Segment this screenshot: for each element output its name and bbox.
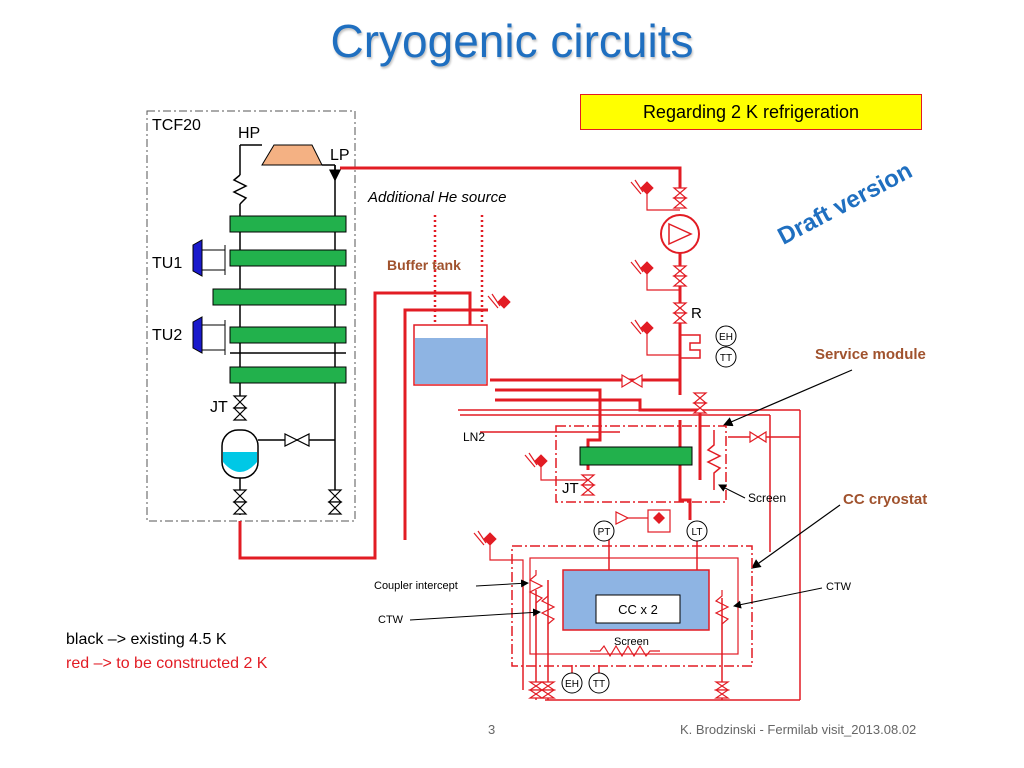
- compressor-icon: [261, 144, 323, 166]
- ln2-label: LN2: [463, 430, 485, 444]
- pt-instrument: [593, 520, 615, 542]
- jt-left-valve-icon: [232, 395, 248, 409]
- page-number: 3: [488, 722, 496, 737]
- tu2-label: TU2: [152, 327, 182, 344]
- service-module-label: Service module: [815, 346, 926, 363]
- svg-text:EH: EH: [719, 332, 733, 343]
- heat-exchanger-1: [229, 215, 347, 233]
- tt-bottom-instrument: [588, 672, 610, 694]
- lt-instrument: [686, 520, 708, 542]
- ln2-exchanger: [579, 446, 693, 466]
- svg-text:EH: EH: [565, 679, 579, 690]
- note-box: Regarding 2 K refrigeration: [580, 94, 922, 130]
- turbine-1-icon: [192, 239, 203, 277]
- legend-red: red –> to be constructed 2 K: [66, 655, 268, 672]
- jt-left-label: JT: [210, 399, 228, 416]
- svg-text:LT: LT: [692, 527, 703, 538]
- screen-top-label: Screen: [748, 491, 786, 505]
- cc-x2-label: CC x 2: [618, 602, 658, 617]
- cc-cryostat-label: CC cryostat: [843, 491, 927, 508]
- eh-instrument: [715, 325, 737, 347]
- legend-black: black –> existing 4.5 K: [66, 631, 227, 648]
- lp-label: LP: [330, 147, 350, 164]
- heat-exchanger-4: [229, 326, 347, 344]
- heat-exchanger-5: [229, 366, 347, 384]
- tcf20-label: TCF20: [152, 117, 201, 134]
- additional-he-label: Additional He source: [367, 189, 506, 206]
- svg-text:TT: TT: [720, 353, 732, 364]
- ctw-right-label: CTW: [826, 581, 852, 593]
- legend: black –> existing 4.5 K red –> to be con…: [66, 628, 267, 676]
- red-valves: [528, 187, 767, 699]
- tt-instrument: [715, 346, 737, 368]
- r-label: R: [691, 305, 702, 322]
- coupler-intercept-label: Coupler intercept: [374, 580, 458, 592]
- valve-horizontal-icon: [284, 433, 299, 447]
- service-module-box: [555, 425, 727, 503]
- eh-bottom-instrument: [561, 672, 583, 694]
- spring-icon: [232, 174, 248, 205]
- slide-title: Cryogenic circuits: [330, 15, 694, 67]
- buffer-tank-label: Buffer tank: [387, 257, 461, 273]
- turbine-2-icon: [192, 316, 203, 354]
- ctw-left-label: CTW: [378, 614, 404, 626]
- pump-icon: [660, 214, 700, 254]
- safety-valves: [483, 181, 654, 546]
- footer-text: K. Brodzinski - Fermilab visit_2013.08.0…: [680, 722, 917, 737]
- tcf20-box: [146, 110, 356, 522]
- jt-right-label: JT: [562, 480, 579, 497]
- hp-label: HP: [238, 125, 260, 142]
- svg-text:TT: TT: [593, 679, 605, 690]
- heat-exchanger-2: [229, 249, 347, 267]
- tu1-label: TU1: [152, 255, 182, 272]
- heat-exchanger-3: [212, 288, 347, 306]
- screen-bottom-label: Screen: [614, 636, 649, 648]
- cc-box: [595, 594, 681, 624]
- svg-text:PT: PT: [598, 527, 611, 538]
